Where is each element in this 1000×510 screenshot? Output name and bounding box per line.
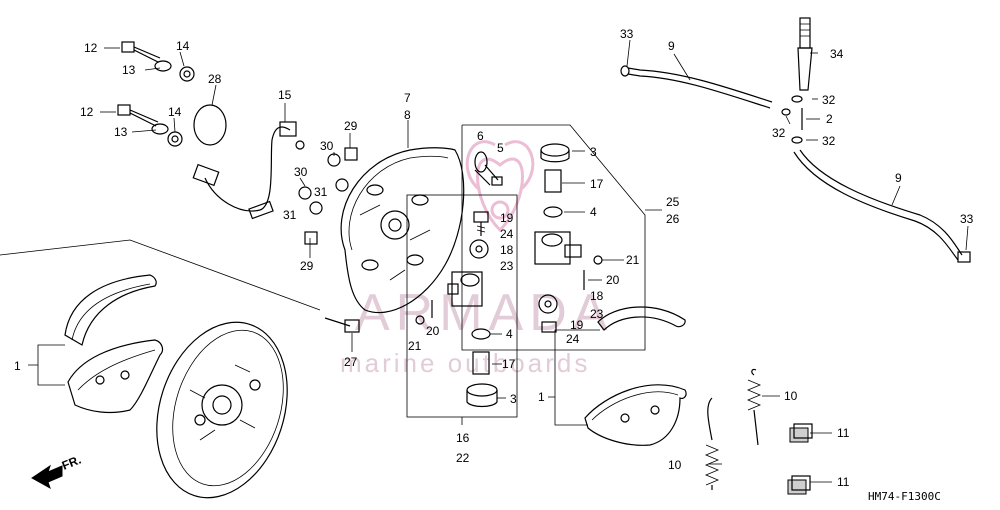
callout-29: 29 (300, 259, 314, 273)
cable-end-34 (797, 17, 813, 91)
wheel-cylinder-right (534, 231, 582, 265)
callout-30: 30 (294, 165, 308, 179)
callout-4: 4 (506, 327, 513, 341)
callout-5: 5 (497, 141, 504, 155)
callout-16: 16 (456, 431, 470, 445)
callout-24: 24 (566, 332, 580, 346)
callout-12: 12 (84, 41, 98, 55)
brake-drum (156, 321, 288, 499)
callout-11: 11 (837, 475, 850, 489)
spring-clip-upper (789, 423, 813, 443)
star-wheel-lower (538, 294, 558, 314)
callout-labels: 1 1 2 3 3 4 4 5 6 7 8 9 9 10 10 11 11 12… (14, 27, 974, 489)
callout-32: 32 (822, 93, 836, 107)
callout-13: 13 (122, 63, 136, 77)
callout-28: 28 (208, 72, 222, 86)
leader-lines (100, 39, 969, 483)
return-spring-long (704, 397, 720, 490)
adjuster-bolt (473, 211, 489, 236)
callout-21: 21 (626, 253, 640, 267)
cable-bracket (781, 95, 803, 144)
watermark-tagline: marine outboards (340, 348, 590, 378)
callout-6: 6 (477, 129, 484, 143)
callout-20: 20 (606, 273, 620, 287)
callout-4: 4 (590, 205, 597, 219)
callout-24: 24 (500, 227, 514, 241)
callout-32: 32 (772, 126, 786, 140)
brake-shoe-right (584, 306, 687, 446)
callout-31: 31 (283, 208, 297, 222)
callout-10: 10 (668, 458, 682, 472)
callout-1: 1 (538, 390, 545, 404)
front-direction-arrow (31, 464, 63, 490)
callout-22: 22 (456, 451, 470, 465)
callout-21: 21 (408, 339, 422, 353)
callout-3: 3 (510, 392, 517, 406)
callout-3: 3 (590, 145, 597, 159)
callout-10: 10 (784, 389, 798, 403)
section-outline-left (0, 239, 321, 311)
callout-33: 33 (620, 27, 634, 41)
callout-15: 15 (278, 88, 292, 102)
callout-33: 33 (960, 212, 974, 226)
brake-cable-upper (620, 65, 773, 109)
watermark-brand: ARMADA (355, 284, 613, 342)
watermark-logo (465, 140, 535, 233)
bolt-assembly-upper (121, 41, 195, 82)
callout-9: 9 (895, 171, 902, 185)
nut-group (298, 147, 358, 245)
callout-14: 14 (176, 39, 190, 53)
dust-boot-upper (540, 143, 570, 163)
direction-label: FR. (60, 453, 83, 473)
piston-upper (544, 169, 562, 193)
callout-26: 26 (666, 212, 680, 226)
callout-9: 9 (668, 39, 675, 53)
spring-clip-lower (787, 475, 811, 495)
callout-11: 11 (837, 426, 850, 440)
callout-12: 12 (80, 105, 94, 119)
callout-17: 17 (502, 357, 516, 371)
backing-plate (340, 147, 465, 314)
callout-1: 1 (14, 359, 21, 373)
star-wheel-upper (469, 239, 489, 259)
callout-19: 19 (570, 318, 584, 332)
cup-upper (543, 206, 563, 218)
callout-13: 13 (114, 125, 128, 139)
callout-34: 34 (830, 47, 844, 61)
group-box-25 (461, 124, 646, 351)
callout-29: 29 (344, 119, 358, 133)
diagram-code: HM74-F1300C (868, 490, 941, 503)
callout-2: 2 (826, 112, 833, 126)
wheel-cylinder-left (447, 271, 483, 307)
brake-cable-lower (793, 149, 971, 263)
callout-18: 18 (500, 243, 514, 257)
callout-20: 20 (426, 324, 440, 338)
callout-8: 8 (404, 108, 411, 122)
bolt-27 (344, 319, 360, 333)
callout-31: 31 (314, 185, 328, 199)
bleeder-valve (474, 151, 503, 186)
piston-lower (472, 351, 490, 375)
callout-19: 19 (500, 211, 514, 225)
callout-30: 30 (320, 139, 334, 153)
callout-23: 23 (500, 259, 514, 273)
callout-7: 7 (404, 91, 411, 105)
callout-32: 32 (822, 134, 836, 148)
brake-hose (204, 126, 291, 212)
callout-18: 18 (590, 289, 604, 303)
callout-17: 17 (590, 177, 604, 191)
callout-27: 27 (344, 355, 358, 369)
brake-shoe-left (64, 274, 164, 414)
callout-14: 14 (168, 105, 182, 119)
dust-boot-lower (466, 383, 498, 408)
callout-25: 25 (666, 195, 680, 209)
callout-23: 23 (590, 307, 604, 321)
return-spring-short (746, 368, 762, 446)
o-ring (193, 104, 227, 146)
